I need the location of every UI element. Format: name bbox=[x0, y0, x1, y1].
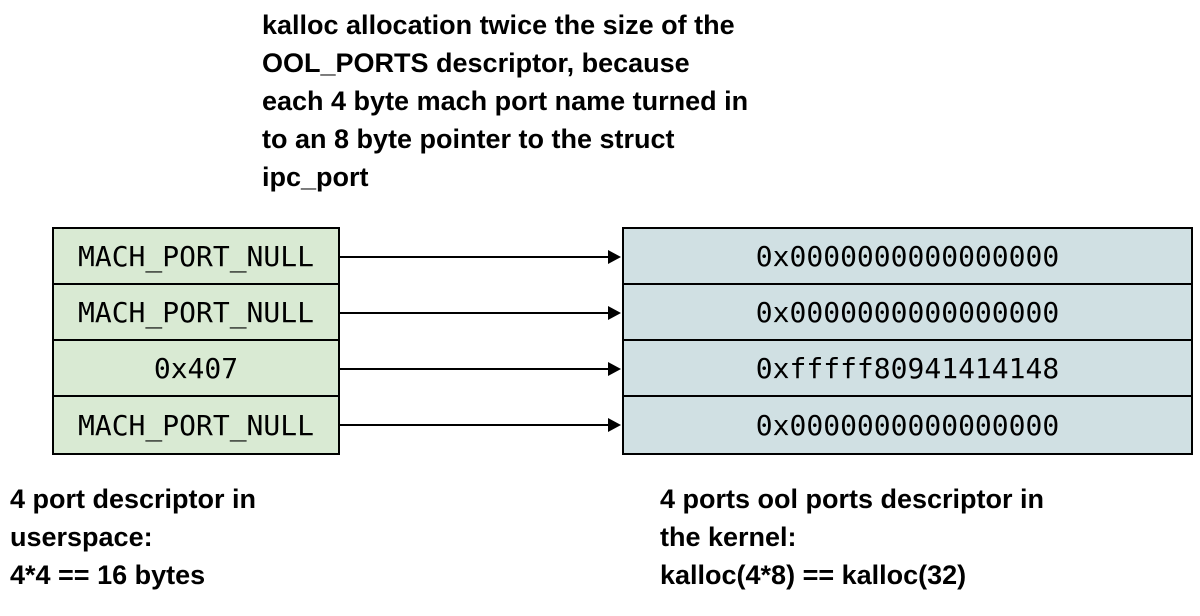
kernel-caption-line: 4 ports ool ports descriptor in bbox=[660, 484, 1045, 514]
kernel-cell: 0x0000000000000000 bbox=[624, 229, 1191, 285]
top-annotation-line: each 4 byte mach port name turned in bbox=[262, 86, 749, 116]
userspace-cell: MACH_PORT_NULL bbox=[54, 229, 338, 285]
userspace-caption-line: 4 port descriptor in bbox=[10, 484, 257, 514]
mapping-arrow-icon bbox=[340, 362, 621, 376]
userspace-caption-line: userspace: bbox=[10, 522, 153, 552]
kernel-caption-line: kalloc(4*8) == kalloc(32) bbox=[660, 560, 967, 590]
userspace-port-descriptor-table: MACH_PORT_NULL MACH_PORT_NULL 0x407 MACH… bbox=[52, 227, 340, 455]
kernel-cell: 0x0000000000000000 bbox=[624, 397, 1191, 453]
mapping-arrow-icon bbox=[340, 306, 621, 320]
userspace-cell: 0x407 bbox=[54, 341, 338, 397]
top-annotation-line: ipc_port bbox=[262, 162, 369, 192]
kernel-cell: 0x0000000000000000 bbox=[624, 285, 1191, 341]
top-annotation-line: OOL_PORTS descriptor, because bbox=[262, 48, 690, 78]
mapping-arrow-icon bbox=[340, 418, 621, 432]
kernel-caption-line: the kernel: bbox=[660, 522, 797, 552]
top-annotation: kalloc allocation twice the size of the … bbox=[262, 6, 748, 196]
userspace-caption: 4 port descriptor in userspace: 4*4 == 1… bbox=[10, 480, 256, 594]
userspace-cell: MACH_PORT_NULL bbox=[54, 397, 338, 453]
userspace-cell: MACH_PORT_NULL bbox=[54, 285, 338, 341]
kernel-caption: 4 ports ool ports descriptor in the kern… bbox=[660, 480, 1044, 594]
top-annotation-line: to an 8 byte pointer to the struct bbox=[262, 124, 675, 154]
userspace-caption-line: 4*4 == 16 bytes bbox=[10, 560, 206, 590]
kernel-ool-ports-table: 0x0000000000000000 0x0000000000000000 0x… bbox=[622, 227, 1193, 455]
kernel-cell: 0xfffff80941414148 bbox=[624, 341, 1191, 397]
mapping-arrow-icon bbox=[340, 250, 621, 264]
top-annotation-line: kalloc allocation twice the size of the bbox=[262, 10, 735, 40]
